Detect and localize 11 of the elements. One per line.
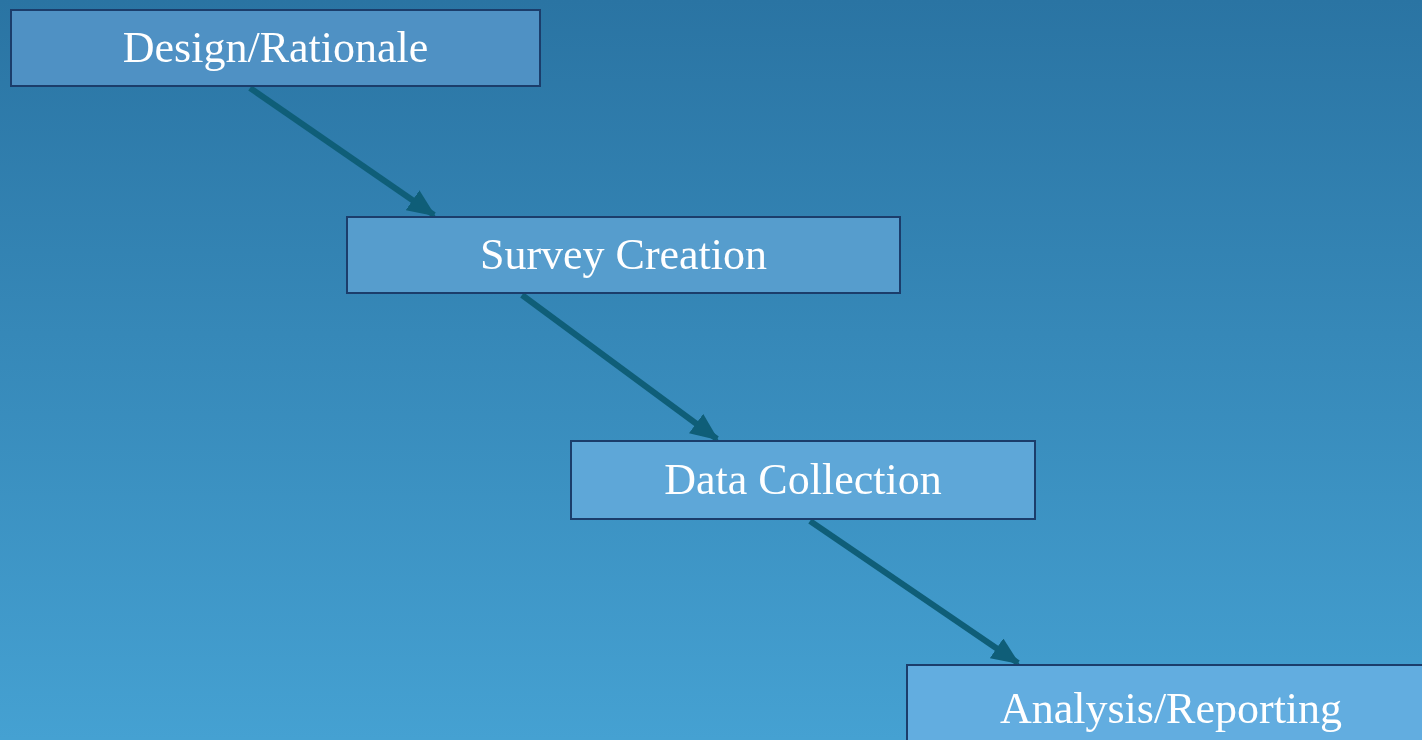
process-box [570, 440, 1036, 520]
box-label: Design/Rationale [122, 26, 429, 70]
arrow [808, 518, 1020, 666]
arrow [520, 292, 719, 442]
box-label: Analysis/Reporting [999, 687, 1343, 731]
box-label: Survey Creation [479, 233, 768, 277]
process-box [346, 216, 901, 294]
process-box [10, 9, 541, 87]
process-box [906, 664, 1422, 740]
arrow [248, 85, 436, 218]
box-label: Data Collection [664, 458, 942, 502]
